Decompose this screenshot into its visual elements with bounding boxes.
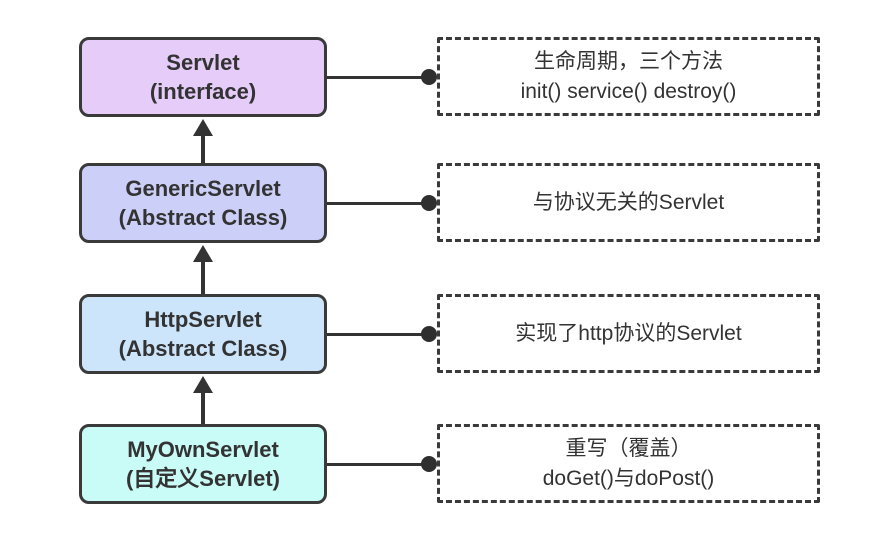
note-line: 与协议无关的Servlet [532,190,725,214]
node-genericservlet: GenericServlet (Abstract Class) [79,163,327,243]
note-line: 重写（覆盖） [565,437,692,461]
connector-line [327,202,423,205]
arrow-shaft [201,393,205,424]
node-httpservlet: HttpServlet (Abstract Class) [79,294,327,374]
arrow-up-icon [193,119,213,136]
inheritance-arrow-generic-to-servlet [193,119,213,163]
arrow-shaft [201,136,205,163]
connector-line [327,76,423,79]
node-httpservlet-subtitle: (Abstract Class) [118,336,288,361]
note-line: 实现了http协议的Servlet [515,321,742,345]
note-servlet-lifecycle: 生命周期，三个方法 init() service() destroy() [437,37,820,116]
note-myownservlet: 重写（覆盖） doGet()与doPost() [437,424,820,503]
note-httpservlet: 实现了http协议的Servlet [437,294,820,373]
node-myownservlet-subtitle: (自定义Servlet) [125,466,281,491]
note-line: init() service() destroy() [520,79,737,103]
node-genericservlet-subtitle: (Abstract Class) [118,205,288,230]
connector-dot [421,195,437,211]
connector-dot [421,456,437,472]
node-myownservlet: MyOwnServlet (自定义Servlet) [79,424,327,504]
connector-dot [421,69,437,85]
connector-line [327,463,423,466]
note-line: 生命周期，三个方法 [534,50,723,74]
arrow-up-icon [193,376,213,393]
node-genericservlet-title: GenericServlet [125,175,281,201]
inheritance-arrow-myown-to-http [193,376,213,424]
connector-line [327,333,423,336]
connector-dot [421,326,437,342]
arrow-up-icon [193,245,213,262]
node-servlet-title: Servlet [166,49,240,75]
note-line: doGet()与doPost() [542,466,715,490]
arrow-shaft [201,262,205,294]
node-servlet-subtitle: (interface) [149,79,257,104]
node-httpservlet-title: HttpServlet [144,306,262,332]
node-myownservlet-title: MyOwnServlet [127,436,279,462]
inheritance-arrow-http-to-generic [193,245,213,294]
note-genericservlet: 与协议无关的Servlet [437,163,820,242]
node-servlet: Servlet (interface) [79,37,327,117]
